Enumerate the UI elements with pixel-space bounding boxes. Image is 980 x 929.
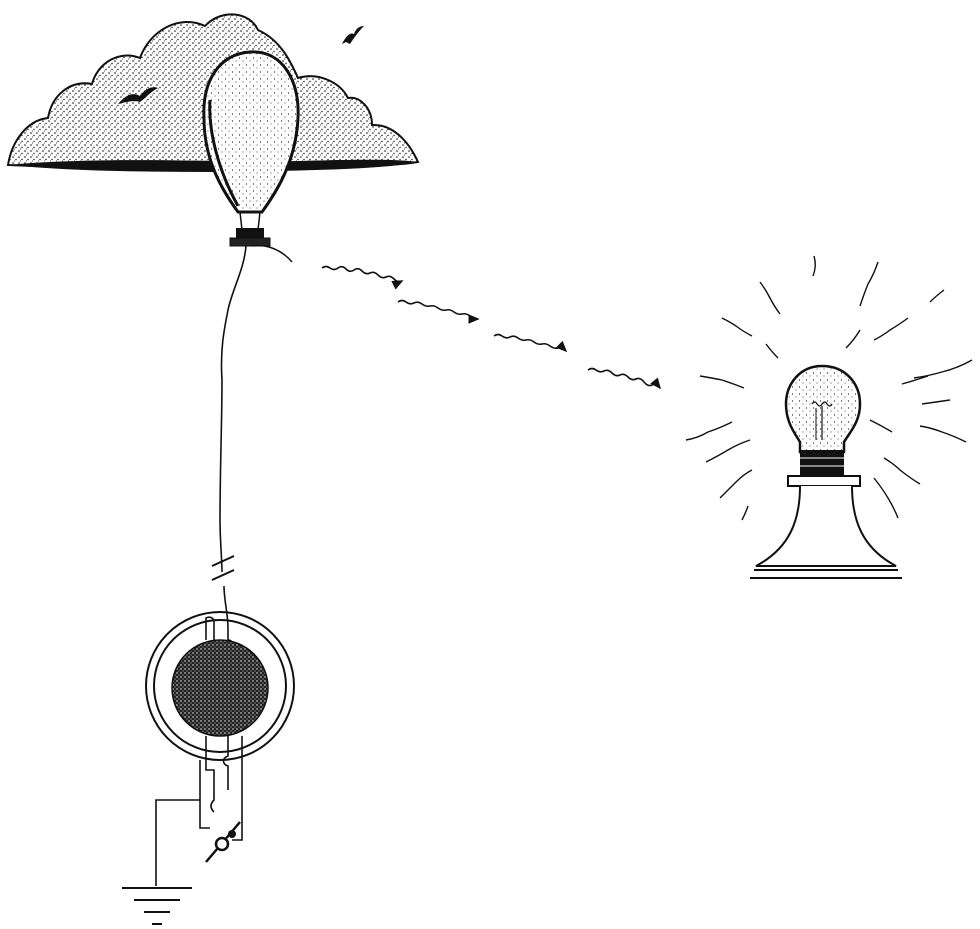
generator-coil-icon: [145, 611, 295, 841]
bird-icon: [342, 26, 364, 44]
ground-symbol-icon: [122, 799, 200, 925]
spark-gap-icon: [205, 821, 241, 863]
bird-icon: [118, 87, 158, 104]
glowing-bulb-icon: [784, 364, 862, 476]
tether-wire: [211, 245, 247, 660]
wavy-arrow-icon: [321, 265, 661, 390]
pedestal-icon: [750, 475, 902, 579]
glow-rays: [685, 255, 973, 521]
balloon: [202, 50, 300, 263]
